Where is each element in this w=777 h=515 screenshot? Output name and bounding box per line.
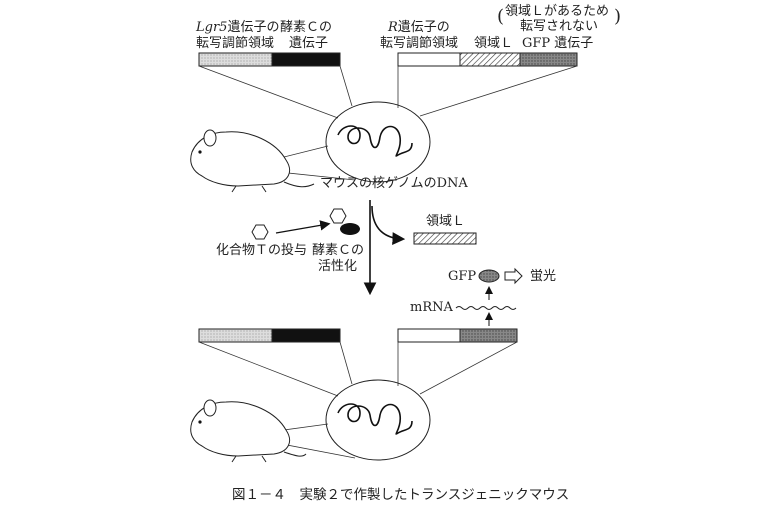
lgr5-gene-name: Lgr5 [196,20,228,35]
r-label: R遺伝子の [388,20,450,35]
lgr5-label: Lgr5遺伝子の [196,20,279,35]
mouse-bottom-icon [190,399,307,463]
fluorescence-label: 蛍光 [530,269,557,284]
r-label-2: 遺伝子の [397,20,450,35]
gfp-gene-bar [519,52,578,67]
dna-caption: マウスの核ゲノムのDNA [320,176,468,191]
hollow-arrow-icon [504,267,523,285]
reaction [251,200,523,326]
region-l-excised-label: 領域Ｌ [426,214,466,229]
paren-left: ( [497,6,505,27]
region-l-excised-bar [413,232,477,245]
r-region-bar [397,52,461,67]
lgr5-region-bar [198,52,273,67]
region-l-label: 領域Ｌ [474,36,514,51]
note-label-2: 転写されない [520,19,599,34]
compound-t-bound-icon [329,208,347,224]
enzyme-c-label-1: 酵素Ｃの [280,20,333,35]
lgr5-label-2: 遺伝子の [227,20,280,35]
figure-caption: 図１－４ 実験２で作製したトランスジェニックマウス [232,487,570,503]
lgr5-label-3: 転写調節領域 [196,36,275,51]
gfp-protein-icon [478,269,500,283]
gfp-label: GFP [448,269,477,284]
bottom-construct [198,328,518,397]
mouse-top-icon [190,129,315,193]
r-label-3: 転写調節領域 [380,36,459,51]
compound-t-icon [251,224,269,240]
mrna-label: mRNA [410,300,453,315]
enzyme-c-icon [340,223,360,235]
gfp-gene-label: GFP 遺伝子 [522,36,594,51]
top-construct [198,52,578,119]
enzyme-c-label-2: 遺伝子 [289,36,329,51]
mrna-wave [455,306,517,310]
enzyme-activation-label-2: 活性化 [318,259,358,274]
enzyme-activation-label-1: 酵素Ｃの [312,243,365,258]
paren-right: ) [614,6,622,27]
r-gene-name: R [388,20,398,35]
note-label-1: 領域Ｌがあるため [505,4,610,19]
region-l-bar [459,52,521,67]
enzyme-c-gene-bar [271,52,341,67]
compound-t-label: 化合物Ｔの投与 [216,243,308,258]
